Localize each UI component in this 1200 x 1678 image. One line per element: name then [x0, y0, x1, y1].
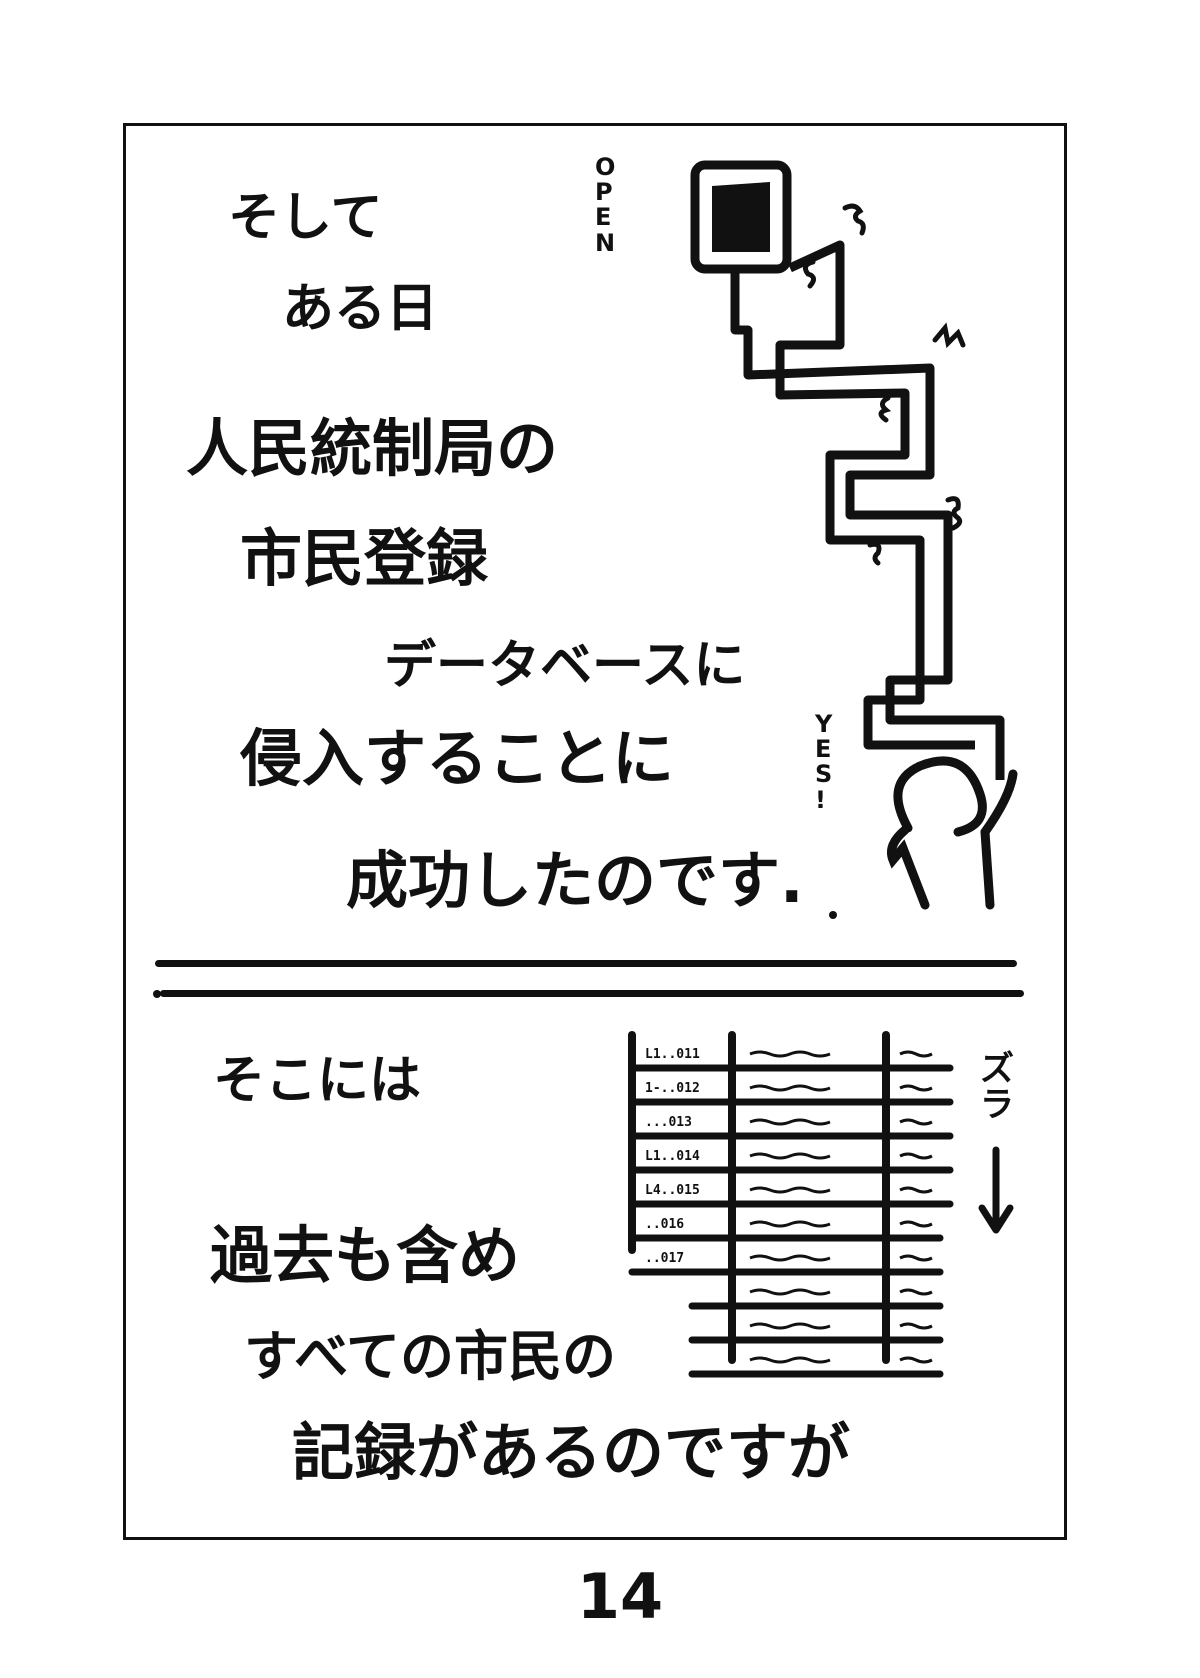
- narration-line-4: 市民登録: [240, 522, 489, 595]
- record-scribble: [749, 1254, 933, 1262]
- person-arm: [980, 769, 1018, 837]
- hatch-frame: [690, 160, 792, 274]
- record-id: L1..011: [645, 1047, 700, 1062]
- narration-line-3: 人民統制局の: [186, 412, 559, 485]
- narration-line-9: 過去も含め: [210, 1219, 521, 1292]
- record-id: ...013: [645, 1115, 692, 1130]
- record-scribble: [749, 1288, 933, 1296]
- narration-line-1: そして: [228, 188, 383, 248]
- narration-line-7: 成功したのです.: [346, 844, 804, 917]
- record-scribble: [749, 1118, 933, 1126]
- hatch-door: [712, 182, 770, 252]
- narration-line-8: そこには: [213, 1051, 422, 1111]
- narration-line-2: ある日: [282, 279, 439, 339]
- pipe-outer: [730, 272, 1005, 780]
- narration-line-6: 侵入することに: [240, 722, 675, 795]
- narration-line-5: データベースに: [384, 636, 746, 696]
- page-number: 14: [576, 1560, 664, 1633]
- zura-label: ズラ: [980, 1049, 1014, 1125]
- record-scribble: [749, 1322, 933, 1330]
- record-id: L4..015: [645, 1183, 700, 1198]
- record-scribble: [749, 1186, 933, 1194]
- record-id: ..016: [645, 1217, 684, 1232]
- record-scribble: [749, 1356, 933, 1364]
- record-scribble: [749, 1050, 933, 1058]
- panel-divider-top: [155, 960, 1017, 967]
- divider-dot: [153, 990, 161, 998]
- narration-line-11: 記録があるのですが: [292, 1416, 851, 1489]
- record-id: 1-..012: [645, 1081, 700, 1096]
- record-id: L1..014: [645, 1149, 700, 1164]
- pipe-inner: [775, 240, 975, 750]
- record-scribble: [749, 1152, 933, 1160]
- record-id: ..017: [645, 1251, 684, 1266]
- record-scribble: [749, 1084, 933, 1092]
- narration-line-10: すべての市民の: [244, 1325, 617, 1388]
- panel-divider-bottom: [160, 990, 1024, 997]
- record-scribble: [749, 1220, 933, 1228]
- page-frame: [123, 123, 1067, 1540]
- person-head: [893, 756, 987, 837]
